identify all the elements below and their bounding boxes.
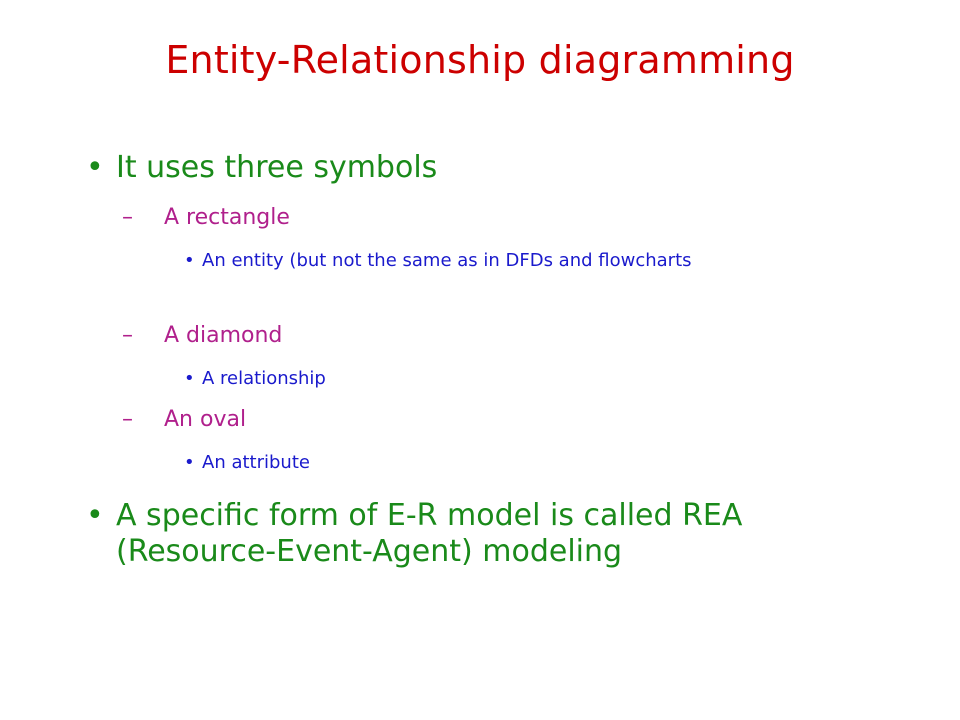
bullet-text: An attribute bbox=[202, 452, 310, 473]
bullet-level1-rea-model: • A specific form of E-R model is called… bbox=[86, 498, 876, 570]
bullet-marker: • bbox=[184, 452, 195, 473]
bullet-level2-oval: – An oval bbox=[122, 406, 822, 434]
bullet-marker: • bbox=[184, 250, 195, 271]
slide-title: Entity-Relationship diagramming bbox=[165, 38, 795, 82]
bullet-text: A specific form of E-R model is called R… bbox=[116, 498, 743, 569]
bullet-level2-diamond: – A diamond bbox=[122, 322, 822, 350]
bullet-text: A relationship bbox=[202, 368, 326, 389]
bullet-text: A diamond bbox=[164, 323, 283, 348]
bullet-text: An entity (but not the same as in DFDs a… bbox=[202, 250, 692, 271]
bullet-marker: • bbox=[184, 368, 195, 389]
bullet-level1-uses-three-symbols: • It uses three symbols bbox=[86, 150, 866, 186]
bullet-text: A rectangle bbox=[164, 205, 290, 230]
dash-marker: – bbox=[122, 323, 133, 348]
bullet-level3-entity: • An entity (but not the same as in DFDs… bbox=[184, 248, 764, 273]
dash-marker: – bbox=[122, 205, 133, 230]
bullet-text: An oval bbox=[164, 407, 247, 432]
dash-marker: – bbox=[122, 407, 133, 432]
bullet-level2-rectangle: – A rectangle bbox=[122, 204, 822, 232]
bullet-level3-relationship: • A relationship bbox=[184, 366, 764, 391]
bullet-marker: • bbox=[86, 150, 104, 185]
bullet-level3-attribute: • An attribute bbox=[184, 450, 764, 475]
bullet-text: It uses three symbols bbox=[116, 150, 438, 185]
bullet-marker: • bbox=[86, 498, 104, 533]
